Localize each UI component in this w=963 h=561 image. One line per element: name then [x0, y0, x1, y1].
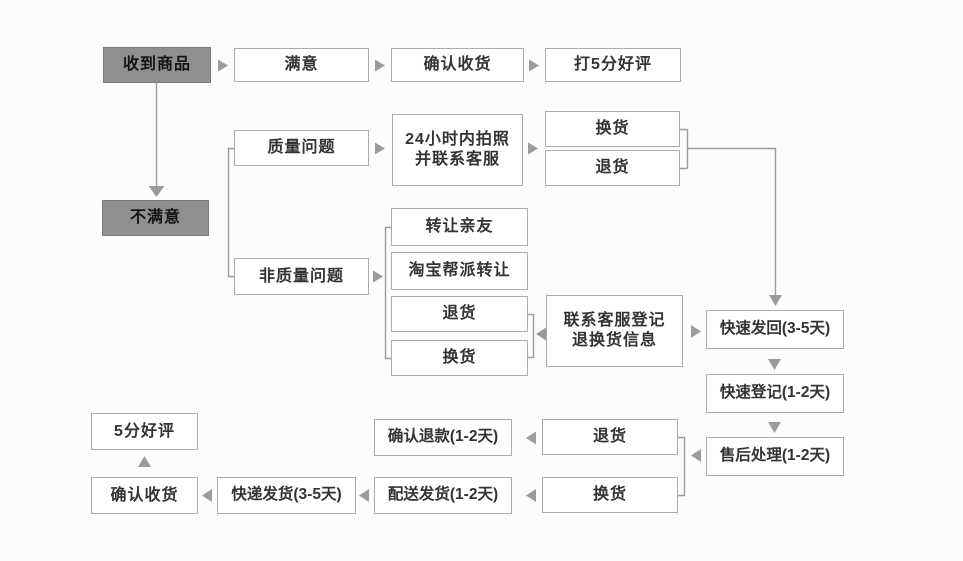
node-label: 确认收货 — [423, 56, 492, 74]
arrowhead-fastsendback-fastregister — [768, 359, 781, 370]
node-label-line1: 24小时内拍照 — [405, 131, 510, 149]
node-label: 转让亲友 — [425, 218, 494, 236]
arrowhead-up-fivestar — [138, 456, 151, 467]
node-express-dispatch: 快递发货(3-5天) — [217, 477, 356, 514]
arrowhead-down-unsatisfied — [148, 186, 165, 197]
node-label: 换货 — [442, 349, 477, 367]
node-label-line1: 联系客服登记 — [563, 312, 666, 330]
arrowhead-down-fastsendback — [769, 295, 782, 306]
arrowhead-received-satisfied — [218, 59, 228, 72]
arrowhead-quality-photo — [375, 142, 385, 155]
arrowhead-exchange-delivery — [526, 489, 536, 502]
bracket-unsatisfied-branches — [227, 147, 234, 278]
node-exchange-mid: 换货 — [391, 340, 528, 376]
node-received-goods: 收到商品 — [103, 47, 211, 83]
arrowhead-fastregister-aftersale — [768, 422, 781, 433]
node-confirm-receipt-bottom: 确认收货 — [91, 477, 198, 514]
bracket-top-exchange-return — [680, 128, 689, 170]
node-confirm-receipt-top: 确认收货 — [391, 48, 524, 82]
node-taobao-group-transfer: 淘宝帮派转让 — [391, 252, 528, 290]
node-return-top: 退货 — [545, 150, 680, 186]
node-label: 质量问题 — [267, 139, 336, 157]
node-satisfied: 满意 — [234, 48, 369, 82]
node-fast-send-back: 快速发回(3-5天) — [706, 310, 844, 349]
node-label: 售后处理(1-2天) — [719, 447, 831, 465]
arrowhead-express-confirmreceipt — [202, 489, 212, 502]
node-label: 退货 — [595, 159, 630, 177]
node-confirm-refund: 确认退款(1-2天) — [374, 419, 512, 456]
node-label: 打5分好评 — [574, 56, 652, 74]
node-fast-register: 快速登记(1-2天) — [706, 374, 844, 413]
node-photo-24h-contact-cs: 24小时内拍照 并联系客服 — [392, 114, 523, 186]
arrowhead-aftersale-bottompair — [691, 449, 701, 462]
node-unsatisfied: 不满意 — [102, 200, 209, 236]
node-exchange-bottom: 换货 — [542, 477, 678, 513]
node-label: 确认收货 — [110, 486, 179, 504]
arrowhead-delivery-express — [359, 489, 369, 502]
edge-top-pair-to-fastsendback — [687, 147, 777, 295]
bracket-mid-return-exchange — [528, 313, 535, 359]
bracket-nonquality-options — [384, 226, 391, 360]
node-label: 收到商品 — [122, 56, 191, 74]
arrowhead-confirm-fivestar — [529, 59, 539, 72]
arrowhead-contact-fastsendback — [691, 325, 701, 338]
node-return-mid: 退货 — [391, 296, 528, 332]
node-label: 不满意 — [129, 209, 181, 227]
node-label: 换货 — [595, 120, 630, 138]
arrowhead-nonquality-options — [373, 270, 383, 283]
node-label: 淘宝帮派转让 — [408, 262, 511, 280]
node-label: 退货 — [592, 428, 627, 446]
node-transfer-friends: 转让亲友 — [391, 208, 528, 246]
arrowhead-return-refund — [526, 431, 536, 445]
arrowhead-satisfied-confirm — [375, 59, 385, 72]
arrowhead-photo-exchangereturn — [528, 142, 538, 155]
node-label: 快速发回(3-5天) — [719, 320, 831, 338]
node-contact-cs-register: 联系客服登记 退换货信息 — [546, 295, 683, 367]
node-label: 配送发货(1-2天) — [387, 486, 499, 504]
node-label: 退货 — [442, 305, 477, 323]
node-non-quality-issue: 非质量问题 — [234, 258, 369, 295]
bracket-bottom-return-exchange — [678, 436, 686, 497]
node-label: 换货 — [592, 486, 627, 504]
node-label: 确认退款(1-2天) — [387, 428, 499, 446]
node-five-star-bottom: 5分好评 — [91, 413, 198, 450]
node-label: 快速登记(1-2天) — [719, 384, 831, 402]
node-label: 5分好评 — [114, 422, 175, 440]
node-label-line2: 退换货信息 — [571, 332, 657, 349]
node-label: 满意 — [284, 56, 319, 74]
node-label: 快递发货(3-5天) — [231, 486, 342, 504]
node-after-sale-processing: 售后处理(1-2天) — [706, 437, 844, 476]
node-label: 非质量问题 — [258, 267, 344, 285]
node-exchange-top: 换货 — [545, 111, 680, 147]
node-rate-five-star: 打5分好评 — [545, 48, 681, 82]
node-return-bottom: 退货 — [542, 419, 678, 455]
node-quality-issue: 质量问题 — [234, 130, 369, 166]
arrowhead-contact-left — [536, 327, 546, 341]
node-delivery-dispatch: 配送发货(1-2天) — [374, 477, 512, 514]
node-label-line2: 并联系客服 — [414, 151, 500, 168]
